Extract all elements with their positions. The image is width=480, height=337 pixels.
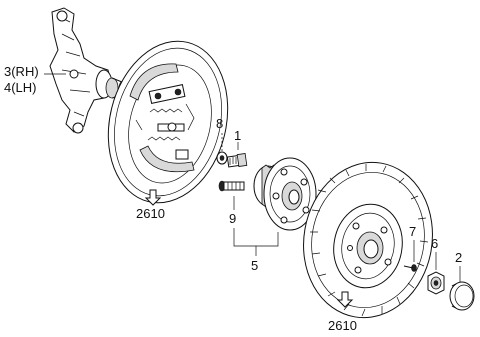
label-screw: 7 bbox=[409, 224, 416, 239]
hub-nut bbox=[427, 271, 445, 295]
washer bbox=[216, 151, 228, 165]
hub-bolt bbox=[218, 180, 245, 192]
label-hub-cap: 2 bbox=[455, 250, 462, 265]
label-hub-assy: 5 bbox=[251, 258, 258, 273]
hub-assy-bracket bbox=[233, 228, 279, 247]
label-bolt: 1 bbox=[234, 128, 241, 143]
bolt bbox=[226, 153, 248, 168]
drum-pointer bbox=[336, 291, 354, 308]
label-washer: 8 bbox=[216, 116, 223, 131]
screw bbox=[403, 264, 417, 272]
label-knuckle-rh: 3(RH) bbox=[4, 64, 39, 79]
label-drum-ref: 2610 bbox=[328, 318, 357, 333]
label-nut: 6 bbox=[431, 236, 438, 251]
brake-backing-plate bbox=[107, 40, 229, 204]
label-hub-bolt: 9 bbox=[229, 211, 236, 226]
label-knuckle-lh: 4(LH) bbox=[4, 80, 37, 95]
label-brake-assy-ref: 2610 bbox=[136, 206, 165, 221]
wheel-hub bbox=[253, 157, 317, 231]
brake-drum bbox=[303, 161, 433, 319]
hub-cap bbox=[449, 281, 475, 311]
steering-knuckle bbox=[49, 7, 126, 134]
brake-assy-pointer bbox=[144, 189, 162, 206]
